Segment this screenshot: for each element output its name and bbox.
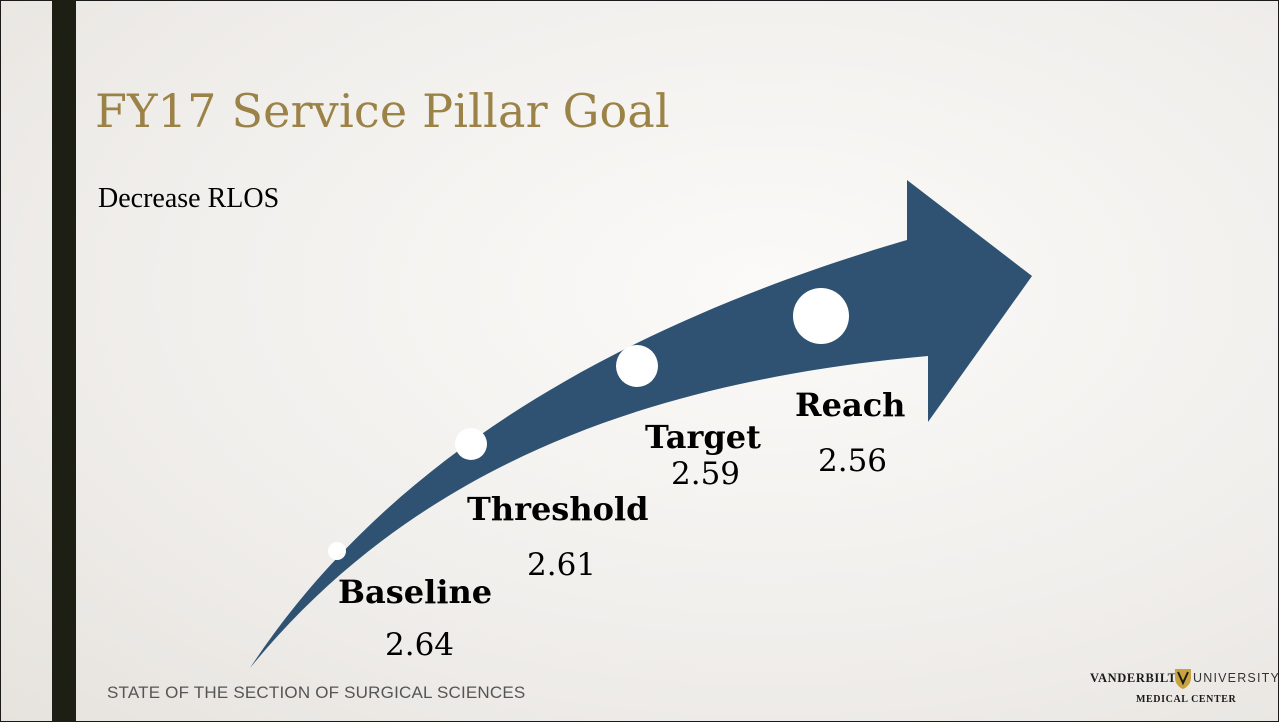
logo-university-text: UNIVERSITY <box>1193 671 1279 685</box>
target-value: 2.59 <box>671 456 741 492</box>
footer-text: STATE OF THE SECTION OF SURGICAL SCIENCE… <box>107 683 526 702</box>
logo-vanderbilt-text: VANDERBILT <box>1090 671 1177 685</box>
reach-value: 2.56 <box>818 443 888 479</box>
baseline-dot <box>328 542 346 560</box>
slide-title: FY17 Service Pillar Goal <box>95 84 670 138</box>
baseline-value: 2.64 <box>385 627 455 663</box>
logo-shield-icon <box>1175 669 1191 689</box>
threshold-label: Threshold <box>467 490 649 528</box>
reach-label: Reach <box>795 386 906 424</box>
vanderbilt-logo: VANDERBILT UNIVERSITY MEDICAL CENTER <box>1090 668 1279 710</box>
slide-subtitle: Decrease RLOS <box>98 183 280 214</box>
left-accent-bar <box>52 0 76 722</box>
logo-medical-center-text: MEDICAL CENTER <box>1136 694 1237 705</box>
reach-dot <box>793 288 849 344</box>
baseline-label: Baseline <box>338 573 493 611</box>
threshold-value: 2.61 <box>527 547 597 583</box>
threshold-dot <box>455 428 487 460</box>
target-label: Target <box>645 418 761 456</box>
target-dot <box>616 345 658 387</box>
